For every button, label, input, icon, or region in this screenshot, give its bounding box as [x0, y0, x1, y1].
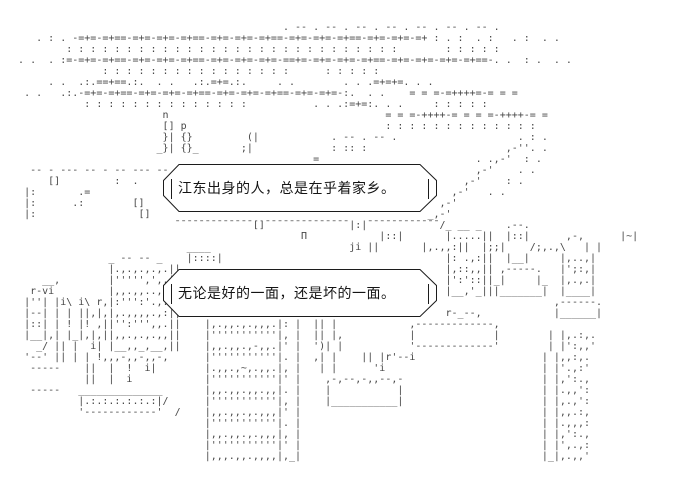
speech-bubble-1: 江东出身的人，总是在乎着家乡。	[163, 164, 437, 212]
speech-bubble-2: 无论是好的一面，还是坏的一面。	[163, 269, 437, 317]
speech-bubble-2-text: 无论是好的一面，还是坏的一面。	[178, 286, 396, 302]
speech-bubble-1-text: 江东出身的人，总是在乎着家乡。	[178, 181, 396, 197]
speech-bubble-2-outline	[163, 269, 437, 317]
speech-bubble-1-outline	[163, 164, 437, 212]
ascii-art-background: . -- . -- . -- . -- . -- . -- . -- . . :…	[18, 22, 639, 462]
